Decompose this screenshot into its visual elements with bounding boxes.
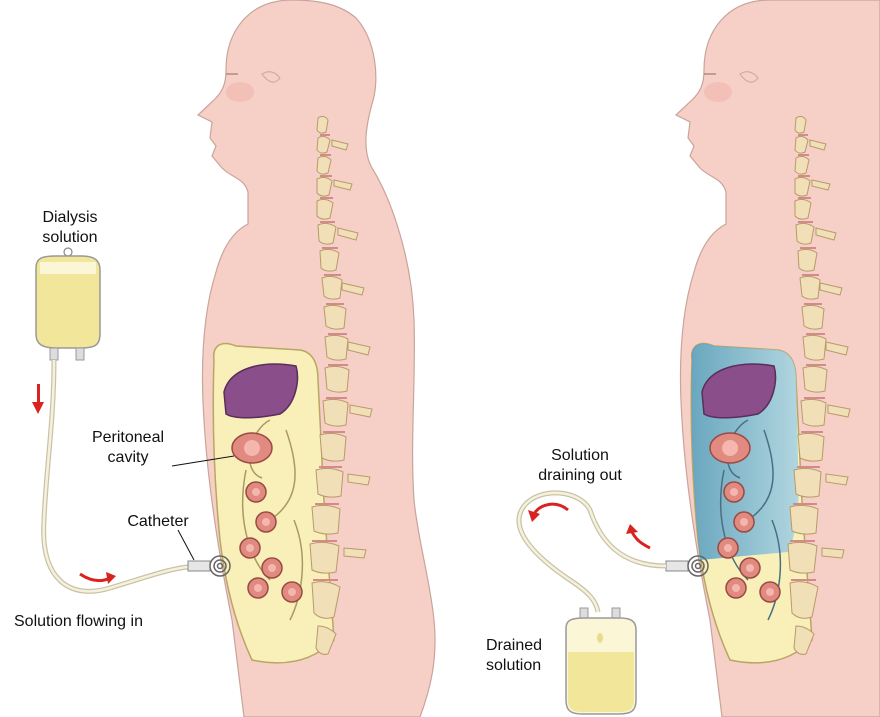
- label-peritoneal-cavity-line2: cavity: [80, 448, 176, 468]
- flow-arrow-curve-left: [528, 504, 568, 522]
- flow-arrow-right: [80, 574, 110, 581]
- label-dialysis-solution-line1: Dialysis: [22, 208, 118, 228]
- label-solution-draining-out: Solution draining out: [520, 446, 640, 486]
- drained-bag: [566, 608, 636, 714]
- flow-arrow-down: [32, 384, 44, 414]
- label-solution-flowing-in: Solution flowing in: [14, 612, 143, 632]
- tubing-out: [519, 493, 666, 612]
- label-peritoneal-cavity: Peritoneal cavity: [80, 428, 176, 468]
- label-peritoneal-cavity-line1: Peritoneal: [80, 428, 176, 448]
- label-drained-solution-line2: solution: [486, 656, 542, 676]
- label-solution-draining-out-line2: draining out: [520, 466, 640, 486]
- label-solution-draining-out-line1: Solution: [520, 446, 640, 466]
- label-dialysis-solution: Dialysis solution: [22, 208, 118, 248]
- left-figure: [32, 0, 435, 717]
- tubing-in: [44, 360, 196, 591]
- label-drained-solution: Drained solution: [486, 636, 542, 676]
- right-figure: [666, 0, 880, 717]
- label-drained-solution-line1: Drained: [486, 636, 542, 656]
- flow-arrow-curve-down: [626, 524, 650, 548]
- label-catheter: Catheter: [110, 512, 206, 532]
- label-dialysis-solution-line2: solution: [22, 228, 118, 248]
- dialysis-bag: [36, 248, 100, 360]
